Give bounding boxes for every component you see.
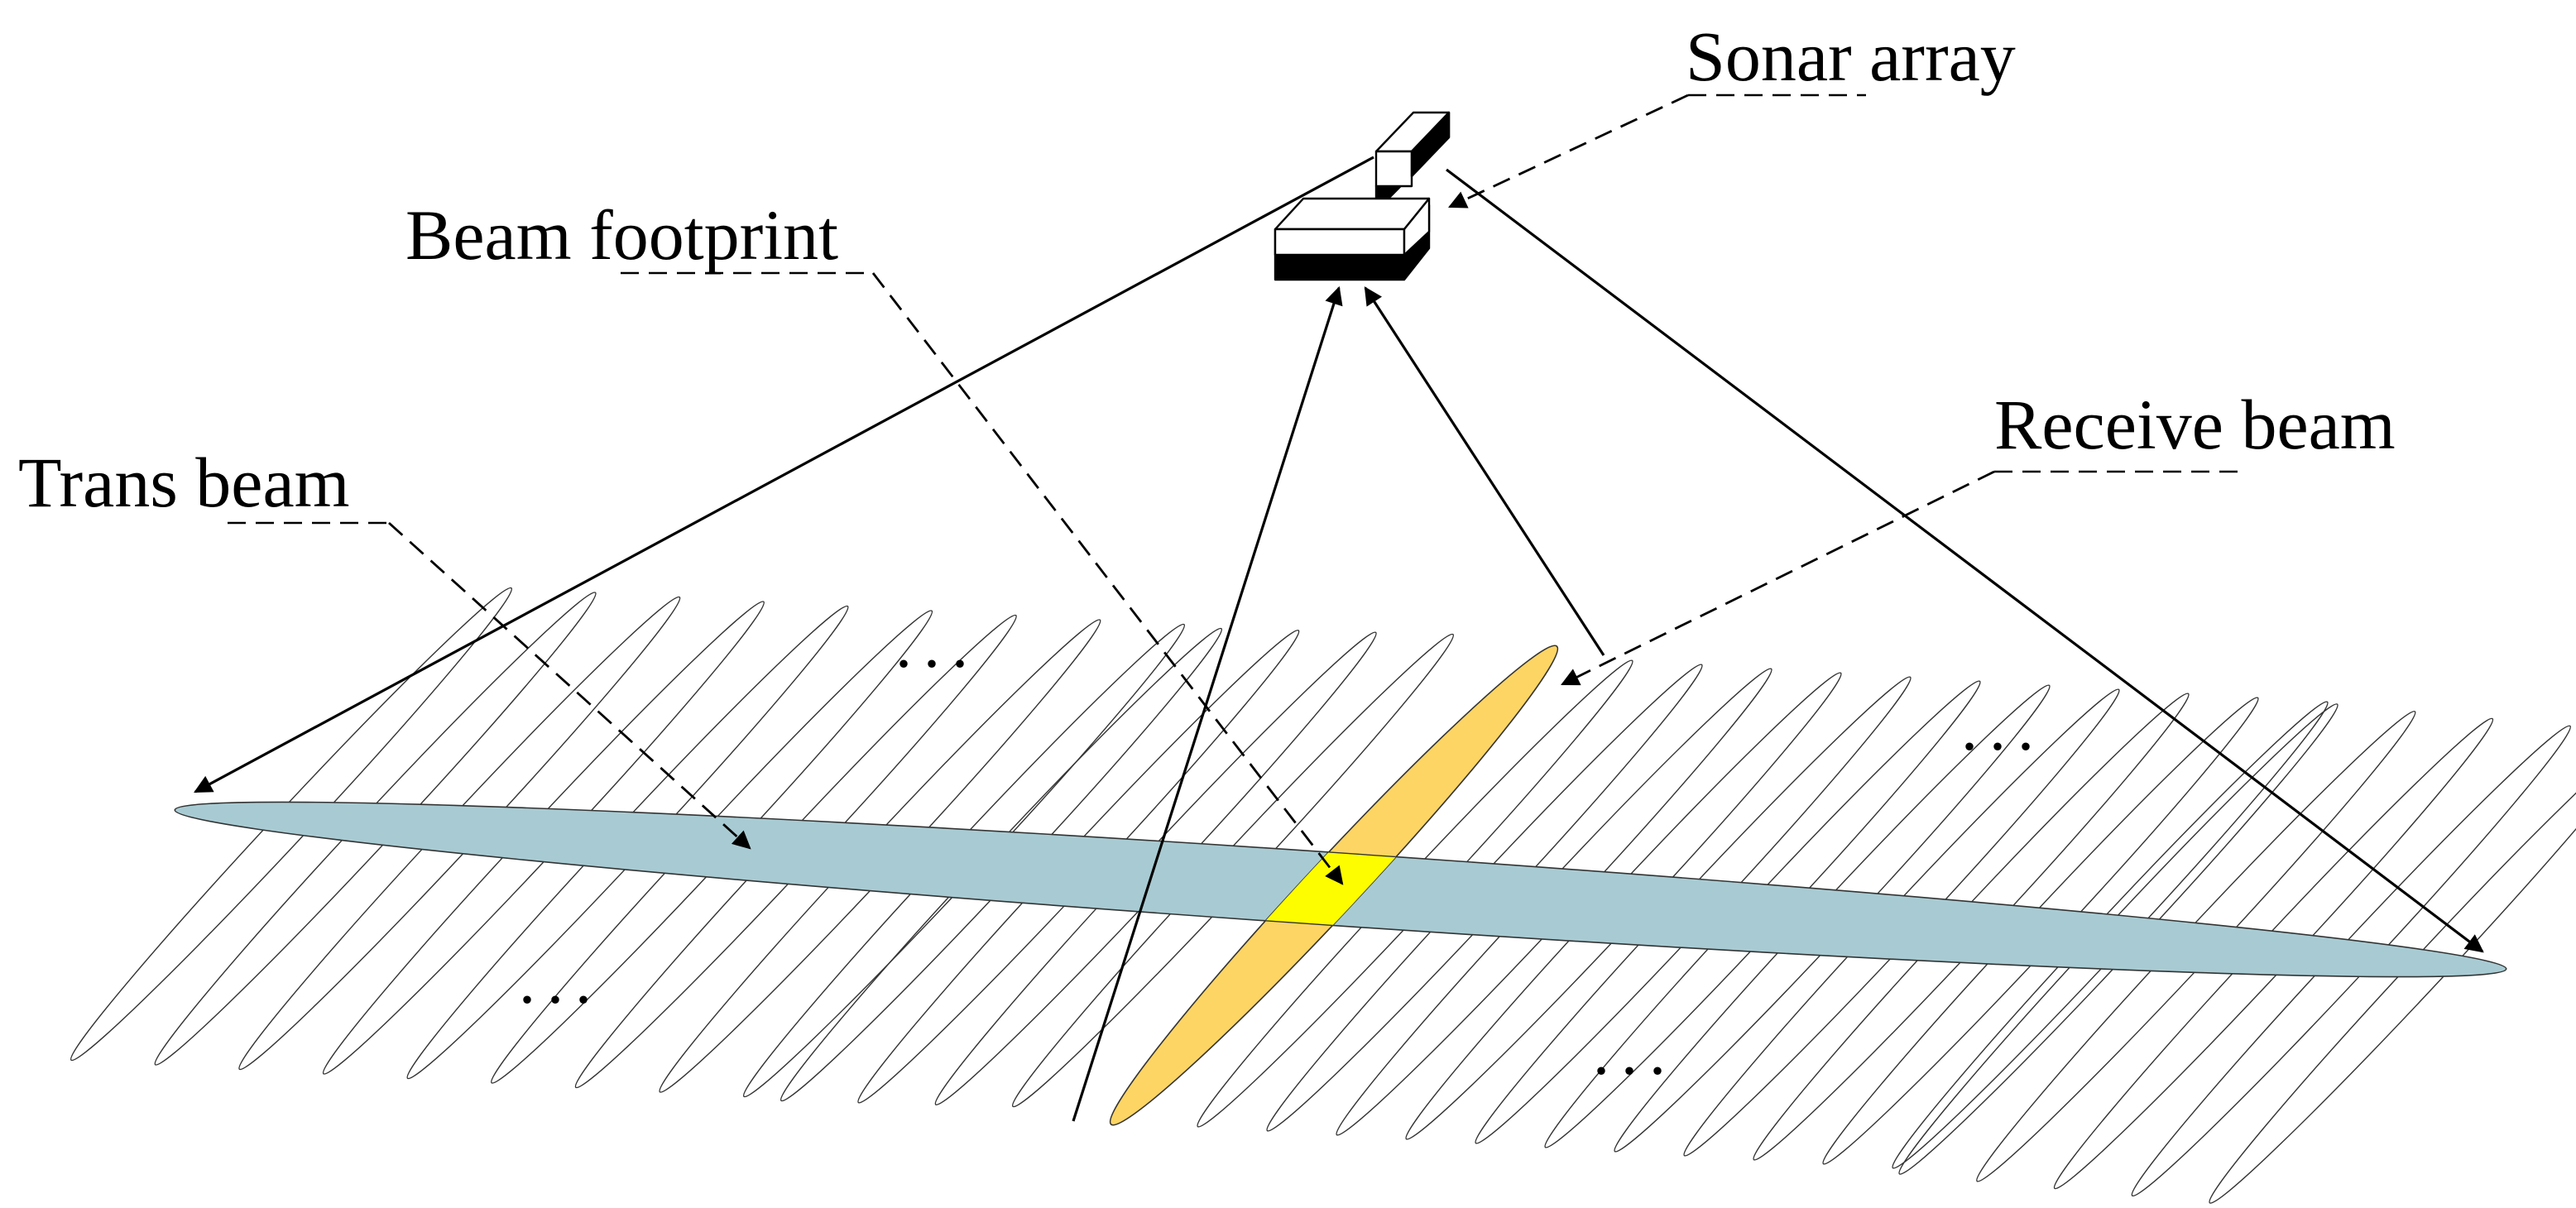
receive-beam-edge-left <box>1072 285 1343 1122</box>
ellipsis-bottom-left: ... <box>519 945 603 1018</box>
receive-beam-label: Receive beam <box>1994 385 2396 464</box>
trans-beam-edge-right <box>1446 168 2484 953</box>
ellipsis-top-right: ... <box>1961 692 2046 765</box>
beam-footprint-label: Beam footprint <box>405 195 838 275</box>
sonar-array-leader <box>1448 93 1689 209</box>
ellipsis-bottom-right: ... <box>1593 1016 1677 1089</box>
sonar-array-shape <box>1274 111 1451 281</box>
beam-footprint-leader <box>871 272 1344 885</box>
sonar-array-label: Sonar array <box>1686 17 2016 96</box>
receive-beam-edge-right <box>1364 286 1605 656</box>
trans-beam-leader <box>388 521 751 850</box>
trans-beam-edge-left <box>194 156 1374 793</box>
ellipsis-top-left: ... <box>895 609 980 682</box>
trans-beam-label: Trans beam <box>18 443 350 522</box>
receive-beam-leader <box>1561 470 1995 686</box>
